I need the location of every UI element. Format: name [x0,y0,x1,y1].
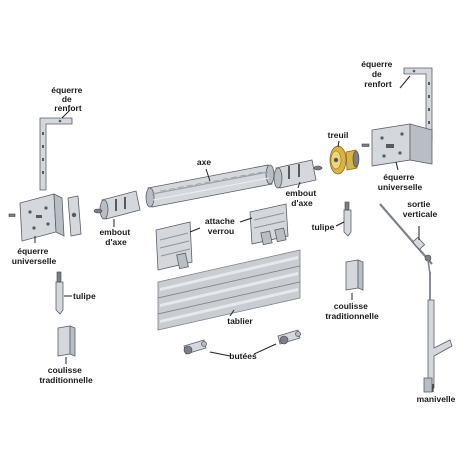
winch-leader [337,140,340,148]
stopper-leader-right [253,343,277,355]
label-equerre-universelle-left: équerre universelle [12,246,57,266]
label-manivelle: manivelle [417,394,456,404]
stopper-leader-left [209,351,231,357]
label-coulisse-left: coulisse traditionnelle [39,365,93,385]
stopper-left [183,339,207,355]
shutter-curtain-slats [157,249,301,331]
right-tulipe-leader [335,221,345,227]
left-reinforcement-bracket [39,117,73,191]
axle-leader [205,168,211,182]
label-equerre-renfort-left: équerre de renfort [51,85,85,113]
right-axle-endcap [273,159,323,189]
right-endcap-leader [297,181,301,189]
left-universal-bracket [19,193,65,242]
label-treuil: treuil [328,130,349,140]
label-sortie-verticale: sortie verticale [403,199,438,219]
label-axe: axe [197,157,211,167]
winch-part [329,145,360,175]
stopper-right [277,329,301,345]
label-equerre-universelle-right: équerre universelle [378,172,423,192]
right-tulipe-part [343,201,352,237]
left-reinforcement-leader [61,109,71,119]
label-tablier: tablier [227,316,253,326]
right-small-screw [361,143,370,147]
label-tulipe-left: tulipe [73,291,96,301]
label-attache-verrou: attache verrou [205,216,237,236]
lock-clip-leader-left [189,227,201,233]
label-tulipe-right: tulipe [312,222,335,232]
right-coulisse-part [345,259,364,291]
label-embout-axe-left: embout d'axe [99,227,132,247]
left-axle-endcap [93,190,141,220]
lock-clip-leader-right [239,217,253,223]
right-reinforcement-leader [399,75,411,89]
left-tulipe-part [55,271,64,315]
label-coulisse-right: coulisse traditionnelle [325,301,379,321]
axle-tube [145,164,275,208]
vertical-outlet-rod [379,203,433,275]
lock-clip-right [249,203,289,246]
right-universal-leader [395,161,399,171]
left-small-screw [8,213,16,217]
left-bearing-plate [67,195,82,237]
curtain-leader [229,309,235,317]
lock-clip-left [155,221,193,271]
crank-handle-part [423,272,453,393]
right-universal-bracket [371,123,433,167]
label-equerre-renfort-right: équerre de renfort [361,59,395,89]
left-coulisse-part [57,325,76,357]
label-butees: butées [229,351,257,361]
label-embout-axe-right: embout d'axe [285,188,318,208]
